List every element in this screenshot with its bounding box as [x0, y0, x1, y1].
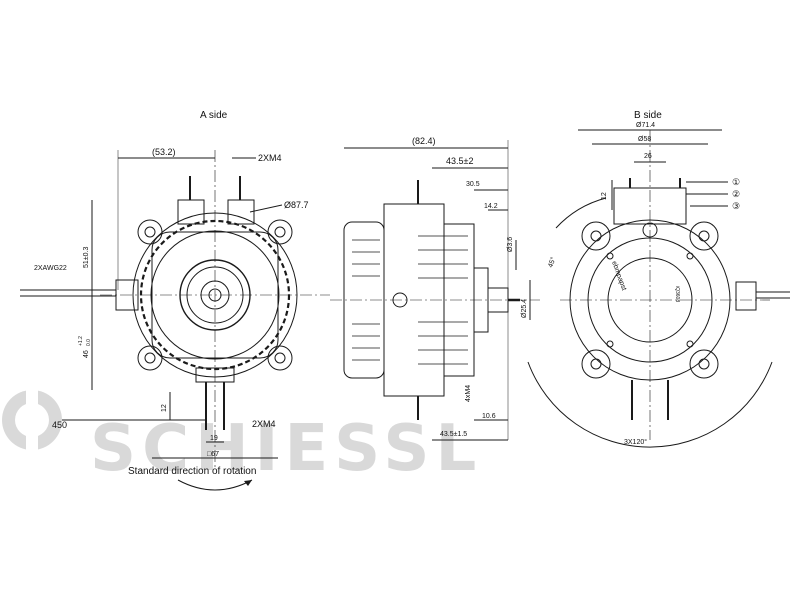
- side-a-view: [20, 150, 330, 470]
- dim-screws-bottom: 2XM4: [252, 419, 276, 429]
- dim-d5: 43.5±1.5: [440, 431, 467, 438]
- dim-pin-spacing: 19: [210, 435, 218, 442]
- dim-height-lower: 46: [83, 350, 90, 358]
- dim-square: □67: [207, 451, 219, 458]
- dim-dia-outer: Ø71.4: [636, 122, 655, 129]
- dim-hub: Ø25.4: [521, 299, 528, 318]
- dim-pin-length: 12: [161, 404, 168, 412]
- callout-3: ③: [732, 201, 740, 211]
- dim-spacing: 26: [644, 153, 652, 160]
- watermark-logo-icon: [2, 388, 62, 452]
- dim-screws-top: 2XM4: [258, 153, 282, 163]
- dim-d3: 14.2: [484, 203, 498, 210]
- dim-angles: 3X120°: [624, 438, 647, 446]
- dim-overall: (82.4): [412, 136, 436, 146]
- side-view: [330, 140, 540, 441]
- dim-pin: 12: [601, 192, 608, 200]
- dim-thread: 4xM4: [465, 385, 472, 402]
- rotation-arrow-icon: [177, 479, 253, 491]
- dim-diameter: Ø87.7: [284, 200, 309, 210]
- dim-d1: 43.5±2: [446, 156, 473, 166]
- dim-tol-lower: 0.0: [86, 339, 92, 346]
- label-brand: ebmpapst: [610, 260, 627, 291]
- dim-wire: 2XAWG22: [34, 265, 67, 272]
- side-b-title: B side: [634, 110, 662, 121]
- rotation-arrowhead-icon: [244, 480, 252, 486]
- dim-dia-inner: Ø58: [638, 136, 651, 143]
- rotation-label: Standard direction of rotation: [128, 466, 256, 477]
- dim-lead-length: 450: [52, 420, 67, 430]
- callout-2: ②: [732, 189, 740, 199]
- dim-tol-upper: +1.2: [78, 336, 84, 346]
- callout-1: ①: [732, 177, 740, 187]
- dim-d2: 30.5: [466, 181, 480, 188]
- side-b-view: [527, 129, 790, 448]
- label-model: iQ3608: [674, 286, 680, 302]
- dim-d4: 10.6: [482, 413, 496, 420]
- dim-height-upper: 51±0.3: [83, 247, 90, 268]
- side-a-title: A side: [200, 110, 228, 121]
- dim-width-ref: (53.2): [152, 147, 176, 157]
- dim-angle: 45°: [546, 256, 557, 269]
- watermark-text: SCHIESSL: [90, 412, 482, 486]
- dim-shaft: Ø3.6: [507, 237, 514, 252]
- watermark: SCHIESSL: [2, 388, 482, 486]
